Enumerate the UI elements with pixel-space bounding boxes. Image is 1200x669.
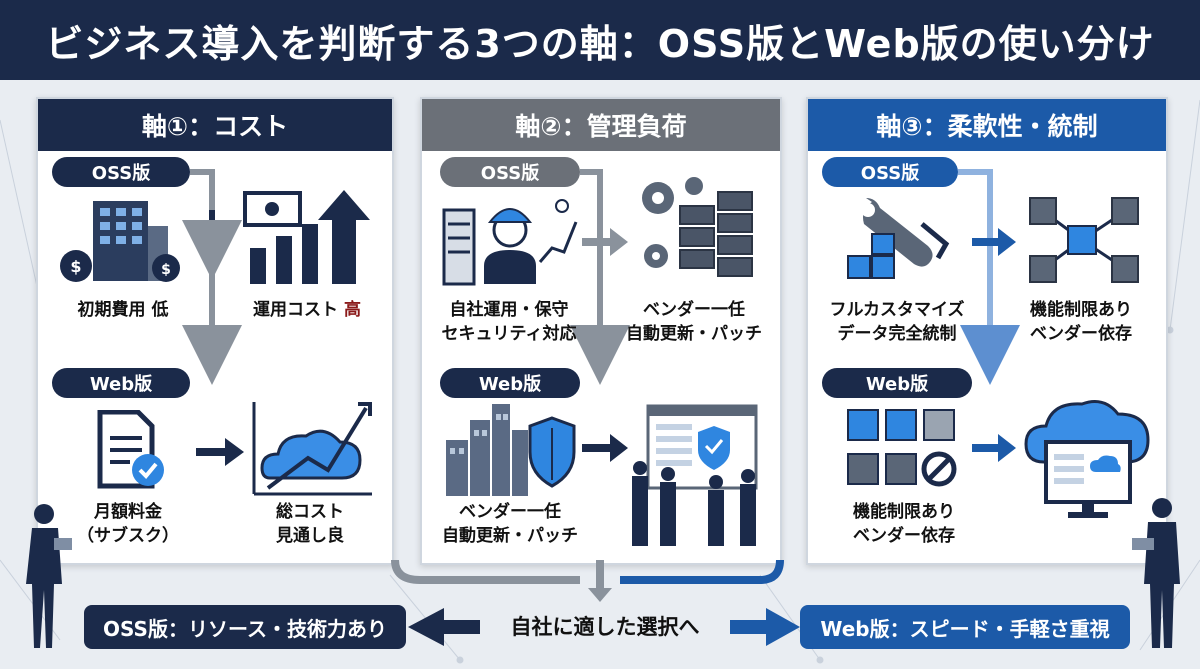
caption: 機能制限ありベンダー依存: [1030, 300, 1132, 344]
document-check-icon: [97, 410, 164, 489]
svg-text:$: $: [70, 257, 81, 276]
cloud-monitor-icon: [1024, 400, 1150, 518]
caption: ベンダー一任自動更新・パッチ: [442, 502, 578, 546]
businesswoman-silhouette-icon: [26, 504, 72, 648]
caption: フルカスタマイズデータ完全統制: [829, 300, 965, 344]
oss-label: OSS版: [52, 157, 190, 187]
panel-heading: 軸③：柔軟性・統制: [808, 99, 1166, 151]
cube-network-icon: [1029, 197, 1139, 283]
oss-label: OSS版: [822, 157, 958, 187]
caption: 自社運用・保守セキュリティ対応: [441, 300, 577, 344]
caption: 月額料金（サブスク）: [77, 502, 179, 546]
web-summary-badge: Web版：スピード・手軽さ重視: [800, 605, 1130, 649]
web-label: Web版: [440, 368, 580, 398]
caption: 運用コスト 高: [253, 300, 361, 320]
choice-caption: 自社に適した選択へ: [485, 609, 725, 645]
cloud-trend-icon: [252, 402, 372, 496]
cube-grid-blocked-icon: [847, 409, 957, 487]
team-dashboard-icon: [632, 404, 758, 546]
building-moneybag-icon: $ $: [60, 201, 180, 282]
rising-bar-chart-icon: [243, 190, 370, 284]
caption: 機能制限ありベンダー依存: [853, 502, 955, 546]
panel-heading: 軸②：管理負荷: [422, 99, 780, 151]
page-title: ビジネス導入を判断する3つの軸：OSS版とWeb版の使い分け: [45, 21, 1155, 66]
oss-summary-badge: OSS版：リソース・技術力あり: [84, 605, 406, 649]
caption: 初期費用 低: [77, 300, 169, 320]
caption: 総コスト見通し良: [276, 502, 344, 546]
svg-text:$: $: [161, 262, 171, 278]
businessman-silhouette-icon: [1132, 498, 1180, 648]
caption: ベンダー一任自動更新・パッチ: [626, 300, 762, 344]
gears-servers-icon: [642, 177, 753, 277]
web-label: Web版: [52, 368, 190, 398]
wrench-cubes-icon: [847, 198, 950, 279]
panel-heading: 軸①：コスト: [38, 99, 392, 151]
title-bar: ビジネス導入を判断する3つの軸：OSS版とWeb版の使い分け: [0, 0, 1200, 80]
engineer-server-icon: [442, 199, 578, 286]
web-label: Web版: [822, 368, 972, 398]
oss-label: OSS版: [440, 157, 580, 187]
city-shield-icon: [446, 404, 576, 496]
